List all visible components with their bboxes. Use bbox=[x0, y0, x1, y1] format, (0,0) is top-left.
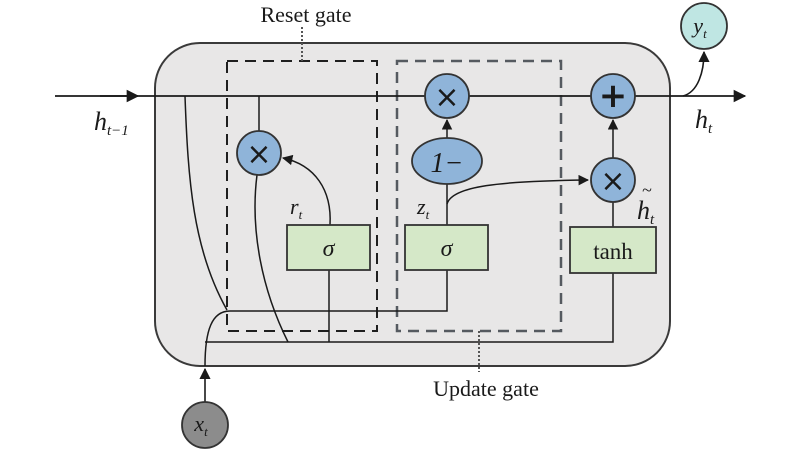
update-to-candidate-wire bbox=[446, 174, 590, 205]
h-out-label: ht bbox=[695, 105, 713, 137]
svg-text:yt: yt bbox=[691, 13, 707, 41]
sigma-label: σ bbox=[441, 236, 454, 262]
update-gate-region bbox=[395, 59, 563, 333]
h-tilde-label: ~ ht bbox=[637, 180, 655, 228]
multiply-icon: × bbox=[246, 137, 271, 172]
add-op: + bbox=[590, 73, 636, 119]
reset-multiply-op: × bbox=[236, 130, 282, 176]
y-sub: t bbox=[703, 26, 707, 41]
update-input-bus bbox=[204, 270, 448, 367]
tanh-box: tanh bbox=[569, 226, 657, 274]
h-prev-label: ht−1 bbox=[94, 107, 129, 139]
z-label: zt bbox=[416, 194, 430, 222]
sigma-label: σ bbox=[323, 236, 336, 262]
one-minus-label: 1− bbox=[431, 148, 464, 179]
input-x-node: xt bbox=[181, 401, 229, 449]
svg-text:ht: ht bbox=[637, 196, 655, 228]
plus-icon: + bbox=[599, 76, 628, 116]
reset-signal-wire bbox=[281, 154, 331, 226]
multiply-icon: × bbox=[600, 164, 625, 199]
x-sub: t bbox=[204, 424, 208, 439]
multiply-icon: × bbox=[434, 80, 459, 115]
output-y-connection bbox=[682, 50, 710, 97]
update-gate-label: Update gate bbox=[433, 376, 539, 401]
one-minus-op: 1− bbox=[411, 137, 483, 185]
r-label: rt bbox=[290, 194, 303, 222]
candidate-input-bus bbox=[205, 273, 614, 343]
svg-text:xt: xt bbox=[193, 411, 208, 439]
gru-cell-body bbox=[154, 42, 671, 367]
update-sigma-box: σ bbox=[404, 224, 489, 271]
reset-gate-label: Reset gate bbox=[260, 2, 351, 27]
update-multiply-op: × bbox=[424, 73, 470, 119]
x-base: x bbox=[193, 411, 204, 436]
reset-sigma-box: σ bbox=[286, 224, 371, 271]
candidate-multiply-op: × bbox=[590, 157, 636, 203]
tilde-accent: ~ bbox=[642, 180, 652, 200]
y-base: y bbox=[691, 13, 703, 38]
h-prev-to-reset-wire bbox=[254, 174, 289, 343]
output-y-node: yt bbox=[680, 2, 728, 50]
h-prev-to-update-wire bbox=[184, 95, 228, 311]
tanh-label: tanh bbox=[593, 239, 633, 264]
